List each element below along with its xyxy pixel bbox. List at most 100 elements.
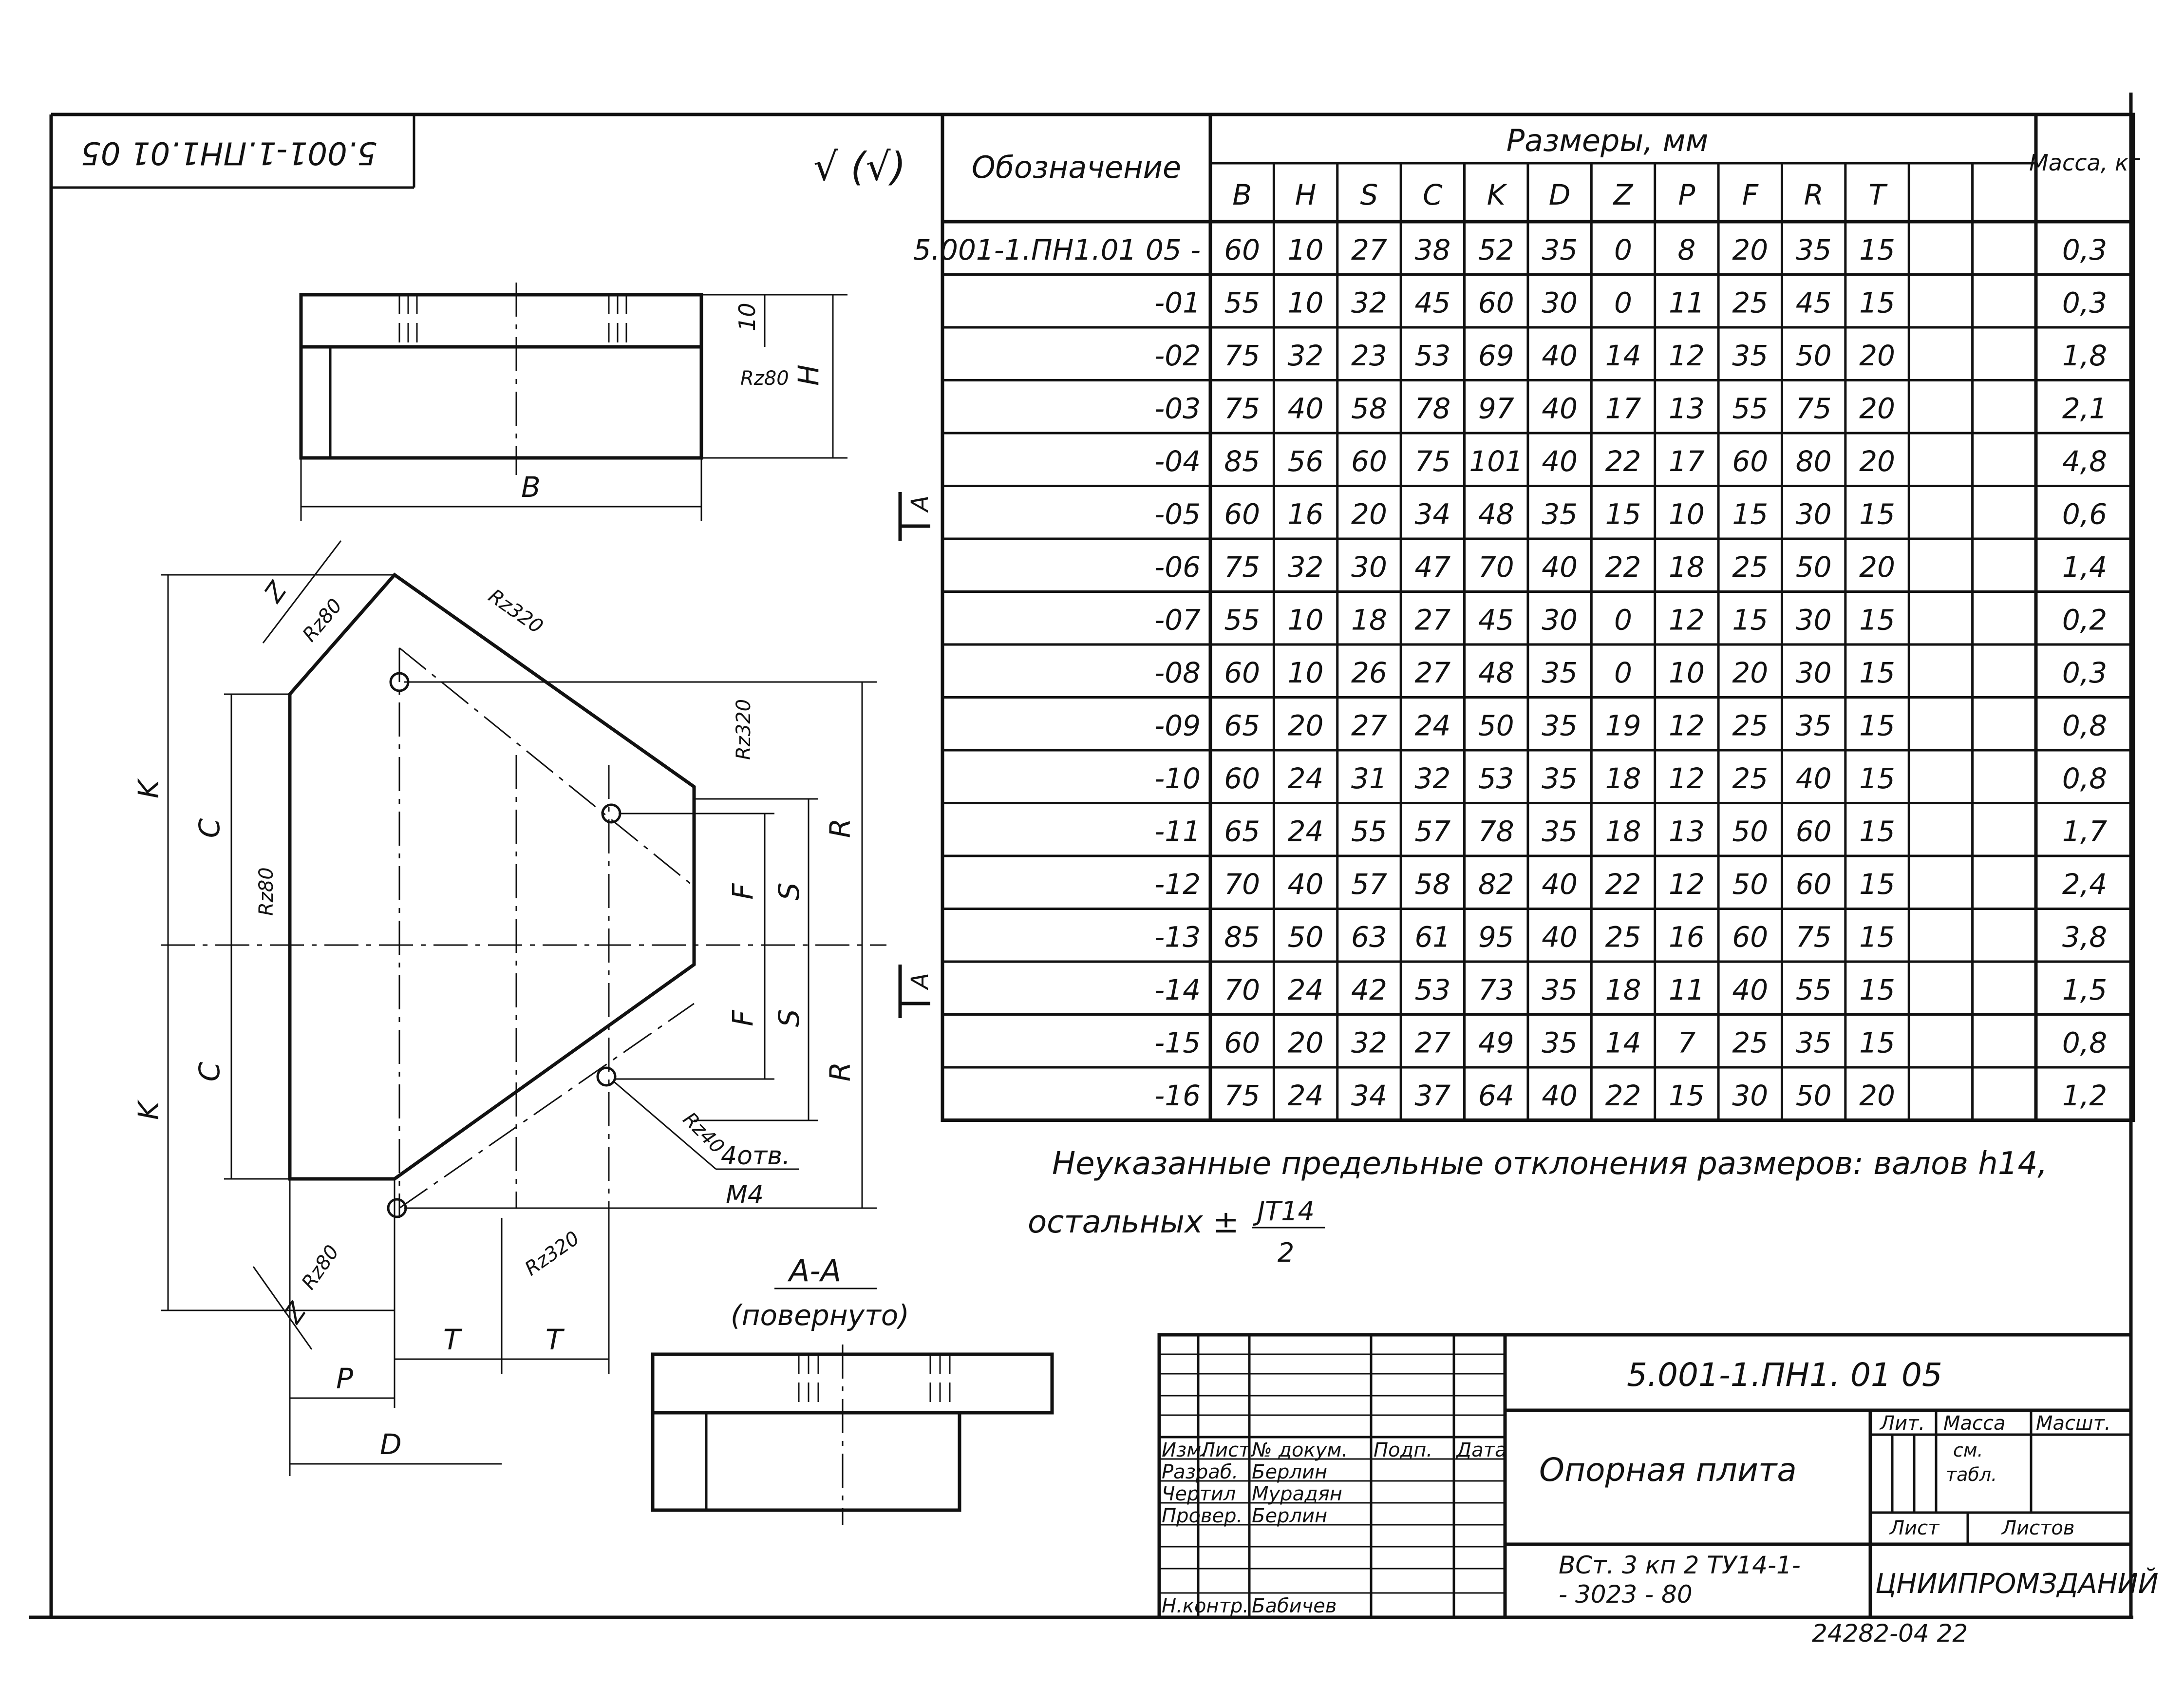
tb-role: Н.контр. bbox=[1162, 1595, 1249, 1617]
table-cell: 58 bbox=[1414, 868, 1450, 901]
table-cell: 82 bbox=[1478, 868, 1514, 901]
tb-part-name: Опорная плита bbox=[1539, 1451, 1797, 1489]
row-designation: -03 bbox=[1154, 392, 1201, 425]
table-cell: 47 bbox=[1414, 550, 1450, 584]
table-cell: 30 bbox=[1796, 656, 1832, 689]
table-cell: 63 bbox=[1351, 921, 1387, 954]
table-cell: 24 bbox=[1288, 815, 1324, 848]
column-header: R bbox=[1804, 178, 1823, 211]
table-cell: 85 bbox=[1224, 921, 1260, 954]
dim-C-lower: C bbox=[193, 1061, 226, 1081]
table-cell: 69 bbox=[1478, 339, 1514, 372]
surface-mark: √ (√) bbox=[813, 144, 906, 189]
table-cell: 60 bbox=[1351, 445, 1387, 478]
table-cell: 35 bbox=[1796, 233, 1832, 266]
table-cell: 12 bbox=[1669, 339, 1705, 372]
table-cell: 50 bbox=[1288, 921, 1324, 954]
column-header: S bbox=[1360, 178, 1378, 211]
table-cell: 49 bbox=[1478, 1026, 1514, 1060]
tb-role: Разраб. bbox=[1162, 1461, 1238, 1483]
table-cell: 38 bbox=[1414, 233, 1450, 266]
table-cell: 18 bbox=[1605, 762, 1641, 795]
holes-callout-1: 4отв. bbox=[721, 1141, 790, 1171]
stamp-code-rotated: 5.001-1.ПН1.01 05 bbox=[81, 134, 377, 170]
table-cell: 12 bbox=[1669, 762, 1705, 795]
table-cell: 65 bbox=[1224, 815, 1260, 848]
dim-T-left: T bbox=[443, 1323, 463, 1356]
table-cell: 15 bbox=[1605, 498, 1641, 531]
table-cell: 10 bbox=[1288, 604, 1324, 637]
table-cell: 73 bbox=[1478, 973, 1514, 1006]
section-mark-top: A bbox=[906, 495, 934, 513]
table-cell: 50 bbox=[1796, 550, 1832, 584]
table-cell: 40 bbox=[1542, 921, 1578, 954]
tb-hdr-lit: Лит. bbox=[1879, 1412, 1925, 1435]
rz320-bottom: Rz320 bbox=[521, 1227, 584, 1280]
dim-F-lower: F bbox=[726, 1009, 759, 1026]
table-cell: 17 bbox=[1669, 445, 1705, 478]
table-cell: 50 bbox=[1732, 868, 1768, 901]
row-mass: 0,2 bbox=[2062, 604, 2107, 637]
table-cell: 10 bbox=[1288, 656, 1324, 689]
table-cell: 32 bbox=[1351, 1026, 1387, 1060]
row-mass: 2,4 bbox=[2062, 868, 2107, 901]
row-designation: -01 bbox=[1154, 286, 1201, 320]
note-line-2: остальных ± bbox=[1028, 1204, 1239, 1240]
table-cell: 10 bbox=[1669, 498, 1705, 531]
table-cell: 20 bbox=[1859, 1079, 1895, 1112]
row-mass: 4,8 bbox=[2062, 445, 2107, 478]
row-designation: -09 bbox=[1154, 709, 1201, 742]
table-cell: 78 bbox=[1478, 815, 1514, 848]
table-cell: 7 bbox=[1677, 1026, 1695, 1060]
table-cell: 27 bbox=[1351, 709, 1387, 742]
table-cell: 20 bbox=[1288, 709, 1324, 742]
table-cell: 13 bbox=[1669, 815, 1705, 848]
table-cell: 11 bbox=[1669, 973, 1705, 1006]
row-mass: 1,2 bbox=[2062, 1079, 2107, 1112]
tb-col-header: № докум. bbox=[1251, 1439, 1348, 1461]
table-cell: 60 bbox=[1732, 445, 1768, 478]
dim-Z-top: Z bbox=[258, 576, 293, 608]
table-cell: 40 bbox=[1796, 762, 1832, 795]
row-designation: -07 bbox=[1154, 604, 1201, 637]
section-mark-bottom: A bbox=[906, 973, 934, 990]
table-cell: 19 bbox=[1605, 709, 1641, 742]
table-cell: 56 bbox=[1288, 445, 1324, 478]
table-cell: 12 bbox=[1669, 868, 1705, 901]
table-cell: 80 bbox=[1796, 445, 1832, 478]
table-cell: 23 bbox=[1351, 339, 1387, 372]
row-designation: 5.001-1.ПН1.01 05 - bbox=[913, 233, 1201, 266]
rz320-right: Rz320 bbox=[733, 699, 755, 760]
table-cell: 20 bbox=[1732, 656, 1768, 689]
tb-hdr-mass: Масса bbox=[1943, 1412, 2006, 1435]
tb-person: Мурадян bbox=[1252, 1483, 1342, 1505]
table-cell: 35 bbox=[1542, 973, 1578, 1006]
table-cell: 18 bbox=[1669, 550, 1705, 584]
table-cell: 20 bbox=[1859, 392, 1895, 425]
table-cell: 40 bbox=[1542, 392, 1578, 425]
table-cell: 75 bbox=[1796, 921, 1832, 954]
column-header: P bbox=[1678, 178, 1695, 211]
table-cell: 85 bbox=[1224, 445, 1260, 478]
table-cell: 14 bbox=[1605, 1026, 1641, 1060]
table-cell: 53 bbox=[1414, 339, 1450, 372]
row-mass: 1,4 bbox=[2062, 550, 2107, 584]
table-cell: 15 bbox=[1859, 1026, 1895, 1060]
table-cell: 24 bbox=[1288, 973, 1324, 1006]
table-cell: 20 bbox=[1351, 498, 1387, 531]
row-designation: -02 bbox=[1154, 339, 1201, 372]
tb-person: Бабичев bbox=[1252, 1595, 1337, 1617]
table-cell: 25 bbox=[1732, 1026, 1768, 1060]
table-cell: 53 bbox=[1414, 973, 1450, 1006]
table-cell: 15 bbox=[1732, 498, 1768, 531]
table-cell: 65 bbox=[1224, 709, 1260, 742]
rz80-front: Rz80 bbox=[740, 367, 789, 390]
row-mass: 0,8 bbox=[2062, 709, 2107, 742]
table-cell: 70 bbox=[1478, 550, 1514, 584]
row-designation: -15 bbox=[1154, 1026, 1201, 1060]
table-cell: 52 bbox=[1478, 233, 1514, 266]
row-mass: 3,8 bbox=[2062, 921, 2107, 954]
table-cell: 40 bbox=[1542, 339, 1578, 372]
